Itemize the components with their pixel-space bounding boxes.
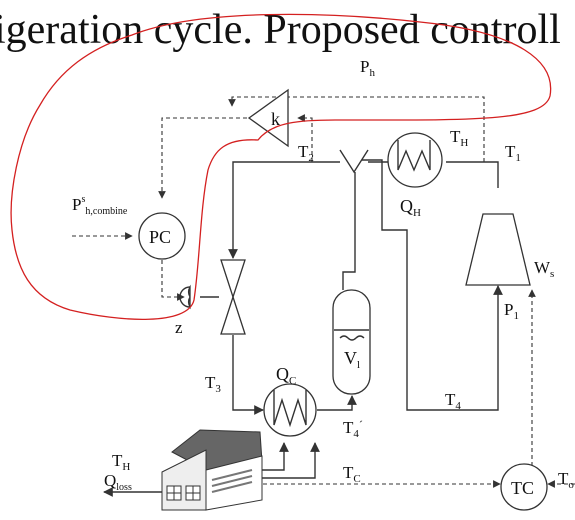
compressor-icon [465, 213, 531, 286]
label-psetpoint: Psh,combine [72, 194, 128, 217]
condenser-heat-exchanger-icon [387, 132, 443, 188]
label-th-left: TH [112, 451, 130, 473]
label-t4: T4 [445, 390, 461, 412]
label-pc: PC [149, 227, 171, 247]
label-qc: QC [276, 364, 296, 387]
label-p1: P1 [504, 300, 519, 322]
label-vl: Vl [344, 348, 360, 371]
evaporator-heat-exchanger-icon [263, 383, 317, 437]
expansion-valve-icon [179, 259, 246, 335]
label-th-top: TH [450, 127, 468, 149]
label-ws: Ws [534, 258, 554, 280]
label-ph: Ph [360, 57, 375, 79]
label-qh: QH [400, 196, 421, 219]
label-t3: T3 [205, 373, 221, 395]
annotation-outline [10, 13, 552, 320]
label-qloss: Qloss [104, 471, 132, 493]
label-z: z [175, 318, 183, 337]
label-tc: TC [511, 478, 534, 498]
refrigerant-piping [228, 159, 503, 415]
glide-heat-exchanger-icon [339, 149, 369, 174]
gain-block-icon [247, 88, 289, 148]
label-t2: T2 [298, 142, 314, 164]
labels: Ph k T2 TH T1 QH Psh,combine PC Ws P1 z … [72, 57, 574, 498]
control-signals [72, 96, 575, 488]
house-icon [161, 429, 263, 511]
label-t1: T1 [505, 142, 521, 164]
liquid-receiver-icon [332, 289, 371, 395]
label-t4prime: T4´ [343, 418, 363, 440]
pressure-controller-icon [138, 212, 186, 260]
label-k: k [271, 109, 280, 129]
label-to-cut: To [558, 469, 574, 491]
temperature-controller-icon [500, 463, 548, 511]
label-tc-temp: TC [343, 463, 361, 485]
